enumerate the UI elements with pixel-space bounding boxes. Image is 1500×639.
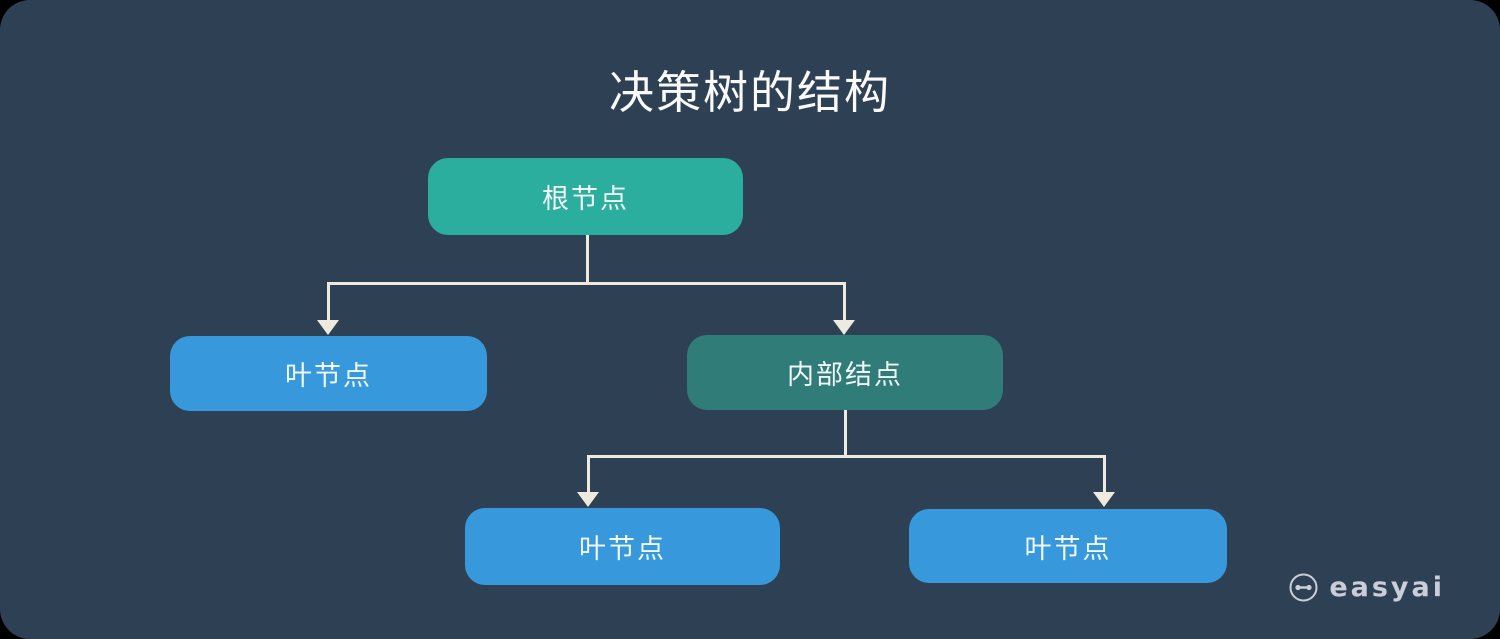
node-root: 根节点 [428, 158, 743, 235]
node-leaf-left: 叶节点 [170, 336, 487, 411]
node-leaf-bottom-left-label: 叶节点 [579, 534, 666, 565]
node-leaf-bottom-right-label: 叶节点 [1024, 533, 1112, 565]
arrowhead-leaf-bottom-left-icon [577, 492, 599, 507]
arrowhead-leaf-bottom-right-icon [1093, 492, 1115, 507]
arrowhead-internal-icon [833, 320, 855, 335]
brand-logo-text: easyai [1329, 572, 1445, 603]
node-internal-label: 内部结点 [787, 360, 903, 391]
node-leaf-bottom-right: 叶节点 [909, 509, 1227, 583]
connector-root-to-leaf-left [327, 282, 330, 322]
connector-root-to-internal [843, 282, 846, 322]
node-leaf-bottom-left: 叶节点 [465, 508, 780, 585]
connector-internal-stem [844, 410, 847, 458]
node-root-label: 根节点 [542, 184, 629, 215]
connector-level1-horizontal [327, 282, 846, 285]
node-internal: 内部结点 [687, 335, 1003, 410]
connector-root-stem [586, 235, 589, 284]
node-leaf-left-label: 叶节点 [285, 361, 372, 392]
brand-logo: easyai [1289, 572, 1445, 603]
connector-internal-to-leaf-bottom-left [587, 455, 590, 494]
connector-internal-to-leaf-bottom-right [1103, 455, 1106, 494]
easyai-robot-icon [1289, 573, 1318, 602]
connector-level2-horizontal [587, 455, 1106, 458]
page-title: 决策树的结构 [608, 66, 891, 119]
arrowhead-leaf-left-icon [317, 320, 339, 335]
